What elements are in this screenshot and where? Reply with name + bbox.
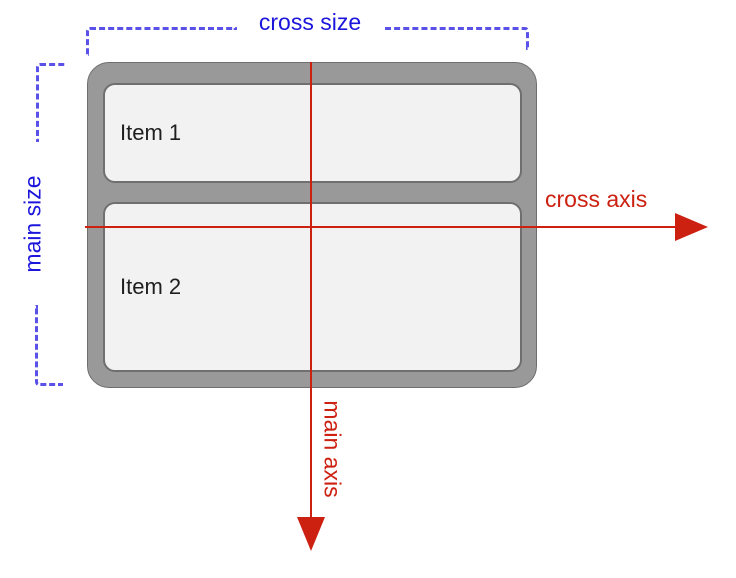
- cross-size-bracket-right: [385, 27, 529, 50]
- main-axis-label: main axis: [319, 400, 346, 498]
- flex-item-1: Item 1: [103, 83, 522, 183]
- cross-size-bracket-left: [86, 27, 237, 56]
- flex-item-2: Item 2: [103, 202, 522, 372]
- cross-axis-line: [85, 226, 675, 228]
- cross-size-label: cross size: [258, 9, 362, 35]
- cross-axis-arrowhead-icon: [675, 213, 708, 241]
- main-axis-line: [310, 62, 312, 517]
- main-size-bracket-bottom: [35, 305, 63, 386]
- main-size-bracket-top: [36, 63, 65, 142]
- main-axis-arrowhead-icon: [297, 517, 325, 551]
- main-size-label: main size: [19, 175, 46, 273]
- cross-axis-label: cross axis: [545, 186, 648, 212]
- flex-item-2-label: Item 2: [120, 274, 182, 299]
- flex-item-1-label: Item 1: [120, 120, 182, 145]
